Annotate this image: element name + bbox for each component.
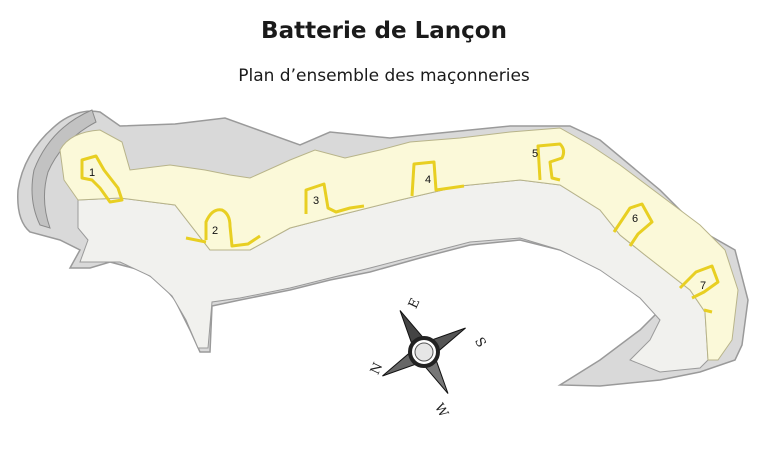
casemate-label-1: 1 — [89, 167, 95, 179]
casemate-5-walls — [536, 142, 566, 182]
casemate-1-walls — [80, 154, 124, 204]
casemate-label-2: 2 — [212, 225, 218, 237]
compass-label-west: W — [431, 401, 451, 421]
compass-label-east: E — [406, 296, 424, 311]
casemate-4-walls — [410, 160, 465, 197]
casemate-label-7: 7 — [700, 280, 706, 292]
casemate-walls — [80, 142, 720, 314]
casemate-label-4: 4 — [425, 174, 431, 186]
compass-rose — [382, 310, 466, 394]
masonry-zone — [59, 127, 739, 361]
casemate-label-6: 6 — [632, 213, 638, 225]
figure-subtitle: Plan d’ensemble des maçonneries — [238, 66, 530, 86]
casemate-3-walls — [304, 182, 365, 214]
casemate-label-5: 5 — [532, 148, 538, 160]
casemate-2-walls — [204, 208, 261, 248]
casemate-6-walls — [612, 202, 654, 247]
figure-title: Batterie de Lançon — [261, 18, 507, 44]
casemate-7-stub — [703, 308, 713, 314]
casemate-label-3: 3 — [313, 195, 319, 207]
casemate-7-walls — [678, 264, 720, 300]
casemate-2-wing — [185, 236, 207, 244]
compass-label-south: S — [471, 335, 488, 350]
